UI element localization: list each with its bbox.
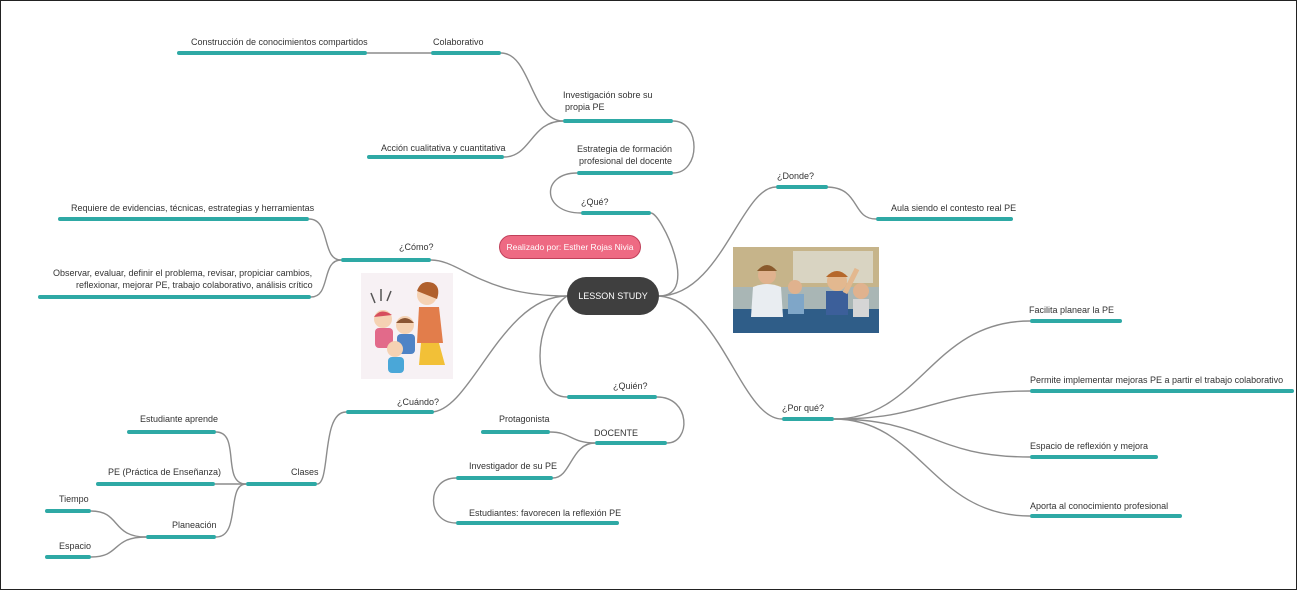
node-cuando-bar[interactable] [346,410,434,414]
node-cuando-label: ¿Cuándo? [397,397,440,407]
node-donde-label: ¿Donde? [777,171,815,181]
node-construccion-bar[interactable] [177,51,367,55]
classroom-photo-image [733,247,879,333]
node-como-label: ¿Cómo? [399,242,434,252]
node-docente-label: DOCENTE [594,428,639,438]
node-colaborativo-bar[interactable] [431,51,501,55]
node-permite-label: Permite implementar mejoras PE a partir … [1030,375,1284,385]
teacher-children-cartoon-image [361,273,453,379]
node-observar-bar[interactable] [38,295,311,299]
node-requiere-bar[interactable] [58,217,309,221]
node-investigacion-label-2: propia PE [565,102,605,112]
node-espacio-reflexion-bar[interactable] [1030,455,1158,459]
node-investigador-label: Investigador de su PE [469,461,558,471]
node-observar-label-2: reflexionar, mejorar PE, trabajo colabor… [76,280,313,290]
node-donde-bar[interactable] [776,185,828,189]
node-docente-bar[interactable] [595,441,667,445]
node-accion-label: Acción cualitativa y cuantitativa [381,143,506,153]
node-facilita-bar[interactable] [1030,319,1122,323]
node-facilita-label: Facilita planear la PE [1029,305,1115,315]
node-investigacion-bar[interactable] [563,119,673,123]
node-que-bar[interactable] [581,211,651,215]
node-aporta-bar[interactable] [1030,514,1182,518]
node-planeacion-label: Planeación [172,520,217,530]
node-espacio-reflexion-label: Espacio de reflexión y mejora [1030,441,1149,451]
node-permite-bar[interactable] [1030,389,1294,393]
node-planeacion-bar[interactable] [146,535,216,539]
node-tiempo-bar[interactable] [45,509,91,513]
node-clases-bar[interactable] [246,482,317,486]
node-quien-label: ¿Quién? [613,381,648,391]
node-accion-bar[interactable] [367,155,504,159]
central-topic-label: LESSON STUDY [578,291,648,301]
node-clases-label: Clases [291,467,319,477]
central-topic[interactable]: LESSON STUDY [567,277,659,315]
node-como-bar[interactable] [341,258,431,262]
node-estudiantes-bar[interactable] [456,521,619,525]
node-protagonista-label: Protagonista [499,414,550,424]
node-estudiante-aprende-bar[interactable] [127,430,216,434]
node-protagonista-bar[interactable] [481,430,550,434]
node-aporta-label: Aporta al conocimiento profesional [1030,501,1169,511]
node-colaborativo-label: Colaborativo [433,37,484,47]
node-tiempo-label: Tiempo [59,494,89,504]
node-pe-practica-bar[interactable] [96,482,215,486]
node-estrategia-label-1: Estrategia de formación [577,144,673,154]
node-construccion-label: Construcción de conocimientos compartido… [191,37,368,47]
node-requiere-label: Requiere de evidencias, técnicas, estrat… [71,203,315,213]
node-pe-practica-label: PE (Práctica de Enseñanza) [108,467,222,477]
author-label: Realizado por: Esther Rojas Nivia [506,242,634,252]
node-estudiante-aprende-label: Estudiante aprende [140,414,219,424]
node-estudiantes-label: Estudiantes: favorecen la reflexión PE [469,508,622,518]
node-investigacion-label-1: Investigación sobre su [563,90,653,100]
node-investigador-bar[interactable] [456,476,553,480]
node-quien-bar[interactable] [567,395,657,399]
node-espacio-bar[interactable] [45,555,91,559]
node-por-que-label: ¿Por qué? [782,403,825,413]
node-aula-bar[interactable] [876,217,1013,221]
author-badge[interactable]: Realizado por: Esther Rojas Nivia [499,235,641,259]
node-estrategia-bar[interactable] [577,171,673,175]
node-aula-label: Aula siendo el contesto real PE [891,203,1017,213]
node-por-que-bar[interactable] [782,417,834,421]
node-espacio-label: Espacio [59,541,92,551]
node-que-label: ¿Qué? [581,197,609,207]
node-estrategia-label-2: profesional del docente [579,156,673,166]
node-observar-label-1: Observar, evaluar, definir el problema, … [53,268,313,278]
